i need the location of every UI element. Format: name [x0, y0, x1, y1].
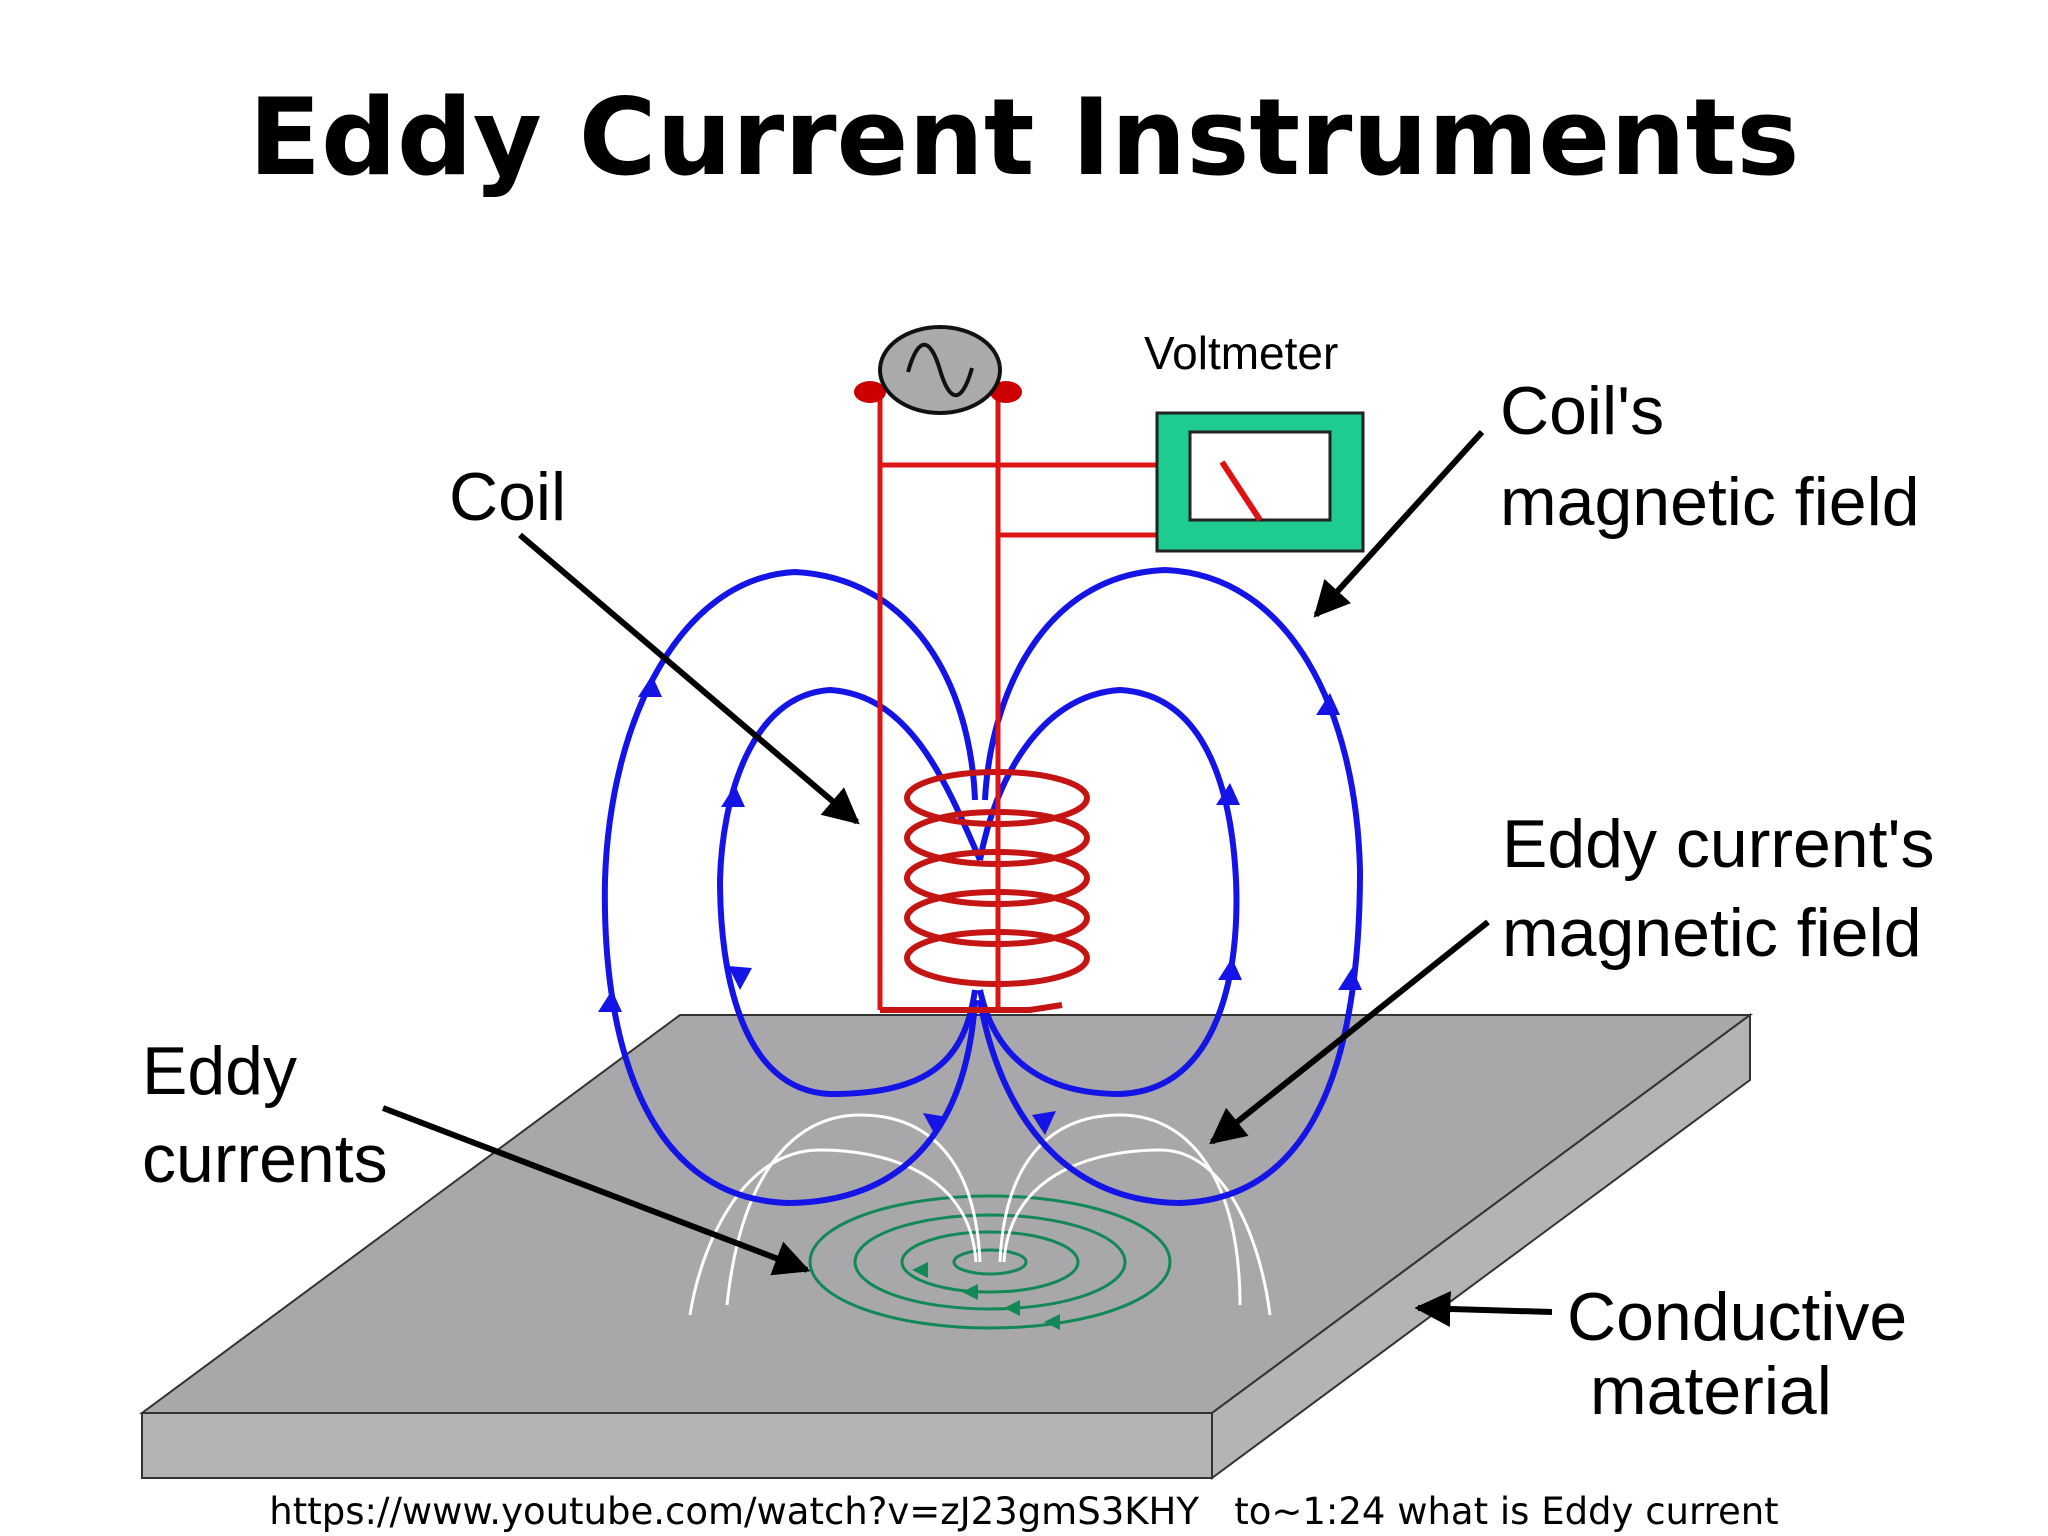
- conductive-label-line1: Conductive: [1567, 1279, 1908, 1355]
- coil-field-label-line1: Coil's: [1500, 373, 1665, 449]
- voltmeter: [1155, 411, 1365, 553]
- eddy-current-arrows: [912, 1262, 1060, 1330]
- coil-label: Coil: [449, 459, 567, 535]
- page-title: Eddy Current Instruments: [248, 76, 1800, 199]
- plate-front-face: [141, 1412, 1213, 1479]
- voltmeter-needle: [1219, 460, 1263, 522]
- eddy-currents-label-line2: currents: [142, 1121, 388, 1197]
- coil-field-pointer: [1313, 429, 1485, 618]
- coil: [880, 769, 1090, 1013]
- sine-wave-icon: [906, 342, 974, 398]
- eddy-currents-pointer: [381, 1105, 811, 1276]
- pointer-arrows: [381, 429, 1553, 1327]
- ac-source: [854, 325, 1022, 415]
- circuit-wires: [877, 390, 1157, 1010]
- eddy-current-field-lines: [688, 1113, 1272, 1316]
- eddy-field-label-line2: magnetic field: [1502, 895, 1922, 971]
- coil-field-label-line2: magnetic field: [1500, 464, 1920, 540]
- conductive-label-line2: material: [1590, 1353, 1832, 1429]
- coil-field-lines: [601, 566, 1364, 1207]
- eddy-currents-label-line1: Eddy: [142, 1033, 297, 1109]
- plate-side-face: [1211, 1013, 1751, 1480]
- field-direction-arrows: [598, 675, 1362, 1135]
- source-caption: https://www.youtube.com/watch?v=zJ23gmS3…: [269, 1490, 1779, 1533]
- coil-pointer: [518, 532, 860, 825]
- eddy-field-label-line1: Eddy current's: [1502, 806, 1935, 882]
- conductive-plate: [138, 1013, 1754, 1480]
- conductive-pointer: [1414, 1290, 1553, 1327]
- voltmeter-label: Voltmeter: [1144, 327, 1339, 379]
- eddy-field-pointer: [1209, 919, 1490, 1145]
